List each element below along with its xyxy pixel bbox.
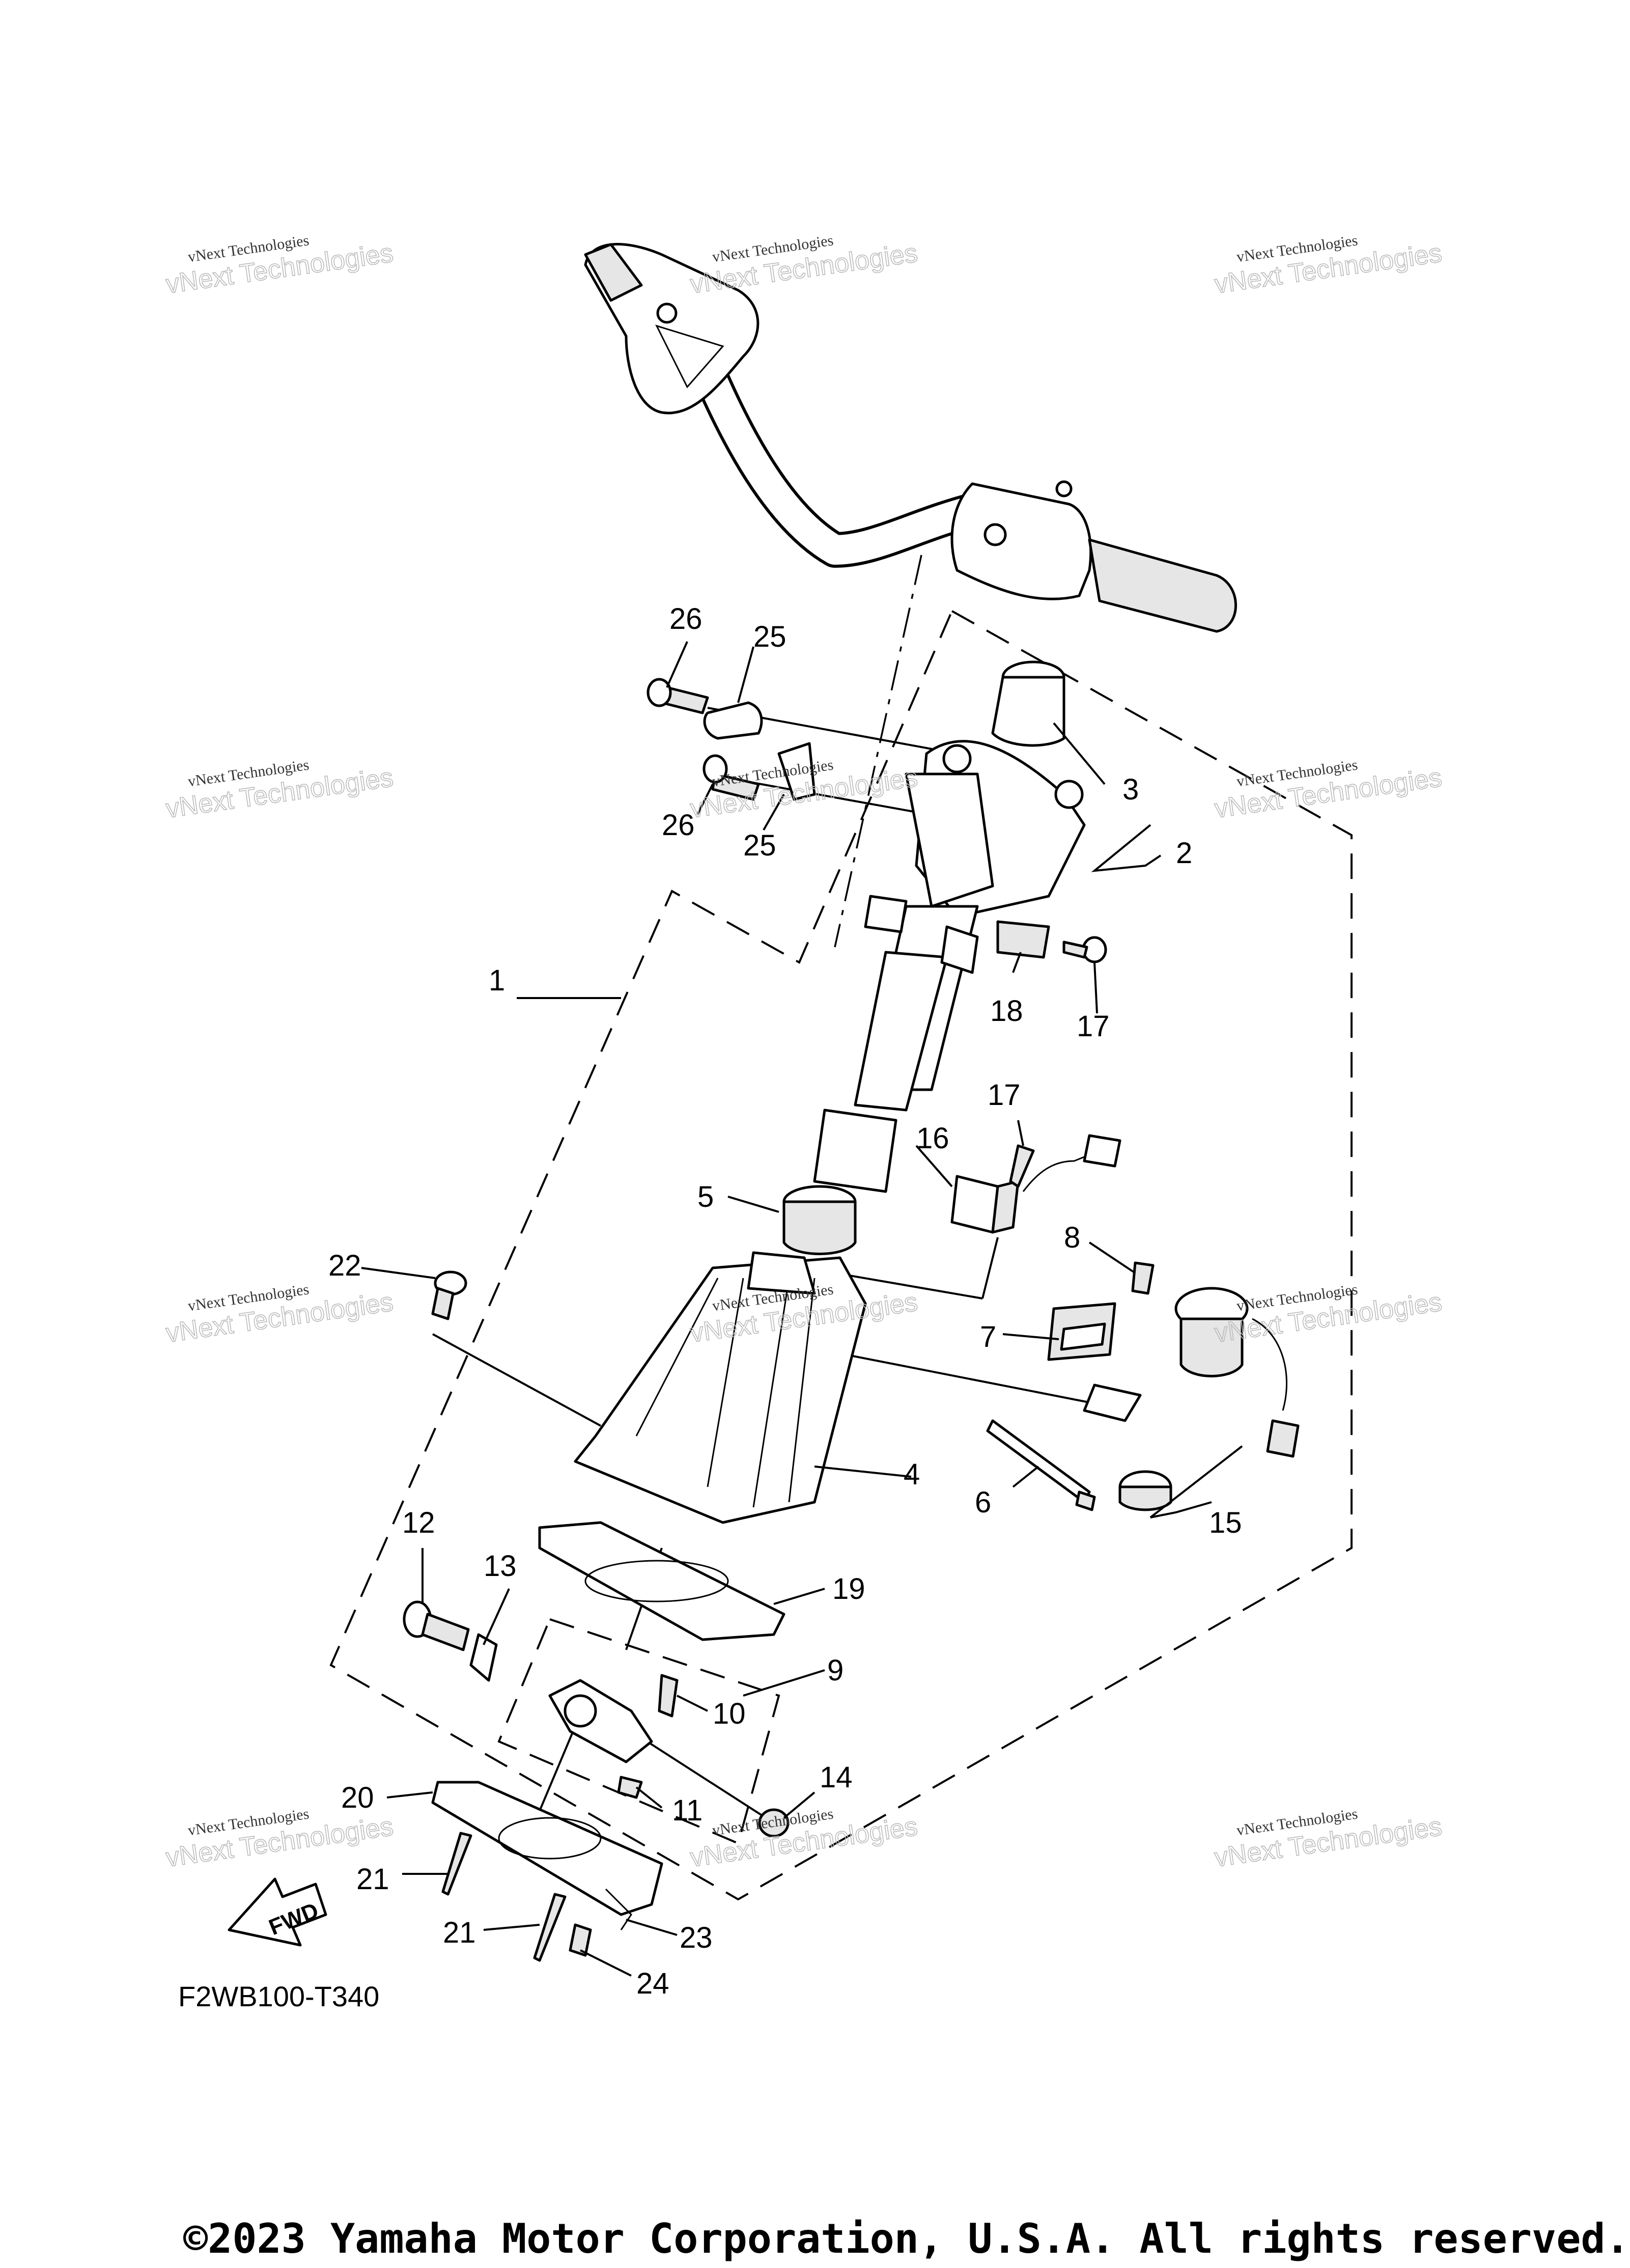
copyright-notice: ©2023 Yamaha Motor Corporation, U.S.A. A… <box>183 2215 1630 2262</box>
housing-part-4 <box>574 1251 867 1524</box>
watermark-bottom-left: vNext Technologies vNext Technologies <box>164 1805 396 1873</box>
bushing-part-5 <box>782 1185 857 1255</box>
watermark-top-right: vNext Technologies vNext Technologies <box>1213 232 1444 299</box>
parts-diagram: 1 2 3 4 5 6 7 8 9 10 11 12 13 14 15 16 1… <box>164 232 1444 2012</box>
watermarks: vNext Technologies vNext Technologies vN… <box>164 232 1444 1873</box>
assembly-outline <box>329 610 1353 1901</box>
callout-8: 8 <box>1064 1221 1080 1254</box>
callout-leaders <box>361 641 1243 1977</box>
cover-part-3 <box>991 660 1065 747</box>
callout-4: 4 <box>904 1458 920 1491</box>
steering-assembly-outline <box>329 610 1353 1901</box>
callout-23: 23 <box>680 1921 713 1954</box>
callout-3: 3 <box>1122 773 1139 806</box>
watermark-bottom-right: vNext Technologies vNext Technologies <box>1213 1805 1444 1873</box>
callout-13: 13 <box>484 1550 517 1583</box>
callout-9: 9 <box>827 1654 844 1687</box>
callout-25-lower: 25 <box>743 829 776 862</box>
watermark-top-center: vNext Technologies vNext Technologies <box>688 232 920 299</box>
watermark-bottom-center: vNext Technologies vNext Technologies <box>688 1805 920 1873</box>
callout-19: 19 <box>832 1572 865 1606</box>
holder-bolts <box>647 678 816 801</box>
callout-18: 18 <box>990 994 1023 1028</box>
callout-26-upper: 26 <box>669 602 702 635</box>
steering-column <box>813 740 1086 1193</box>
callout-5: 5 <box>697 1180 714 1213</box>
callout-1: 1 <box>489 964 505 997</box>
callout-26-lower: 26 <box>662 809 695 842</box>
callout-10: 10 <box>713 1697 746 1730</box>
cable-bracket-outline <box>497 1618 780 1845</box>
callout-6: 6 <box>975 1486 991 1519</box>
callout-16: 16 <box>916 1122 949 1155</box>
bolt-part-12 <box>403 1600 498 1682</box>
cable-tie-part-6 <box>986 1419 1096 1511</box>
figure-code: F2WB100-T340 <box>178 1980 379 2012</box>
callout-21-upper: 21 <box>356 1863 389 1896</box>
callout-17-lower: 17 <box>1077 1010 1110 1043</box>
callout-11: 11 <box>672 1794 702 1827</box>
plate-part-20 <box>431 1781 663 1962</box>
callout-15: 15 <box>1209 1506 1242 1539</box>
callout-7: 7 <box>980 1320 996 1353</box>
callout-14: 14 <box>820 1761 853 1794</box>
callout-22: 22 <box>328 1249 361 1282</box>
callout-21-lower: 21 <box>443 1916 476 1949</box>
callout-25-upper: 25 <box>753 620 786 653</box>
handlebar <box>584 243 1237 633</box>
callout-2: 2 <box>1176 837 1192 870</box>
callout-labels: 1 2 3 4 5 6 7 8 9 10 11 12 13 14 15 16 1… <box>328 602 1242 2000</box>
bracket-part-9 <box>548 1679 653 1763</box>
bolt-part-22 <box>431 1270 467 1320</box>
callout-20: 20 <box>341 1781 374 1814</box>
callout-12: 12 <box>402 1506 435 1539</box>
clip-part-18 <box>996 920 1107 963</box>
watermark-lower-right: vNext Technologies vNext Technologies <box>1213 1281 1444 1348</box>
watermark-mid-left: vNext Technologies vNext Technologies <box>164 756 396 824</box>
holder-part-7 <box>1047 1261 1155 1422</box>
watermark-mid-right: vNext Technologies vNext Technologies <box>1213 756 1444 824</box>
callout-17-upper: 17 <box>988 1078 1021 1112</box>
callout-24: 24 <box>636 1967 669 2000</box>
small-hardware <box>617 1674 790 1838</box>
watermark-top-left: vNext Technologies vNext Technologies <box>164 232 396 299</box>
sensor-part-16 <box>950 1134 1121 1234</box>
fwd-arrow-icon: FWD <box>228 1877 327 1947</box>
gasket-part-19 <box>538 1521 785 1641</box>
